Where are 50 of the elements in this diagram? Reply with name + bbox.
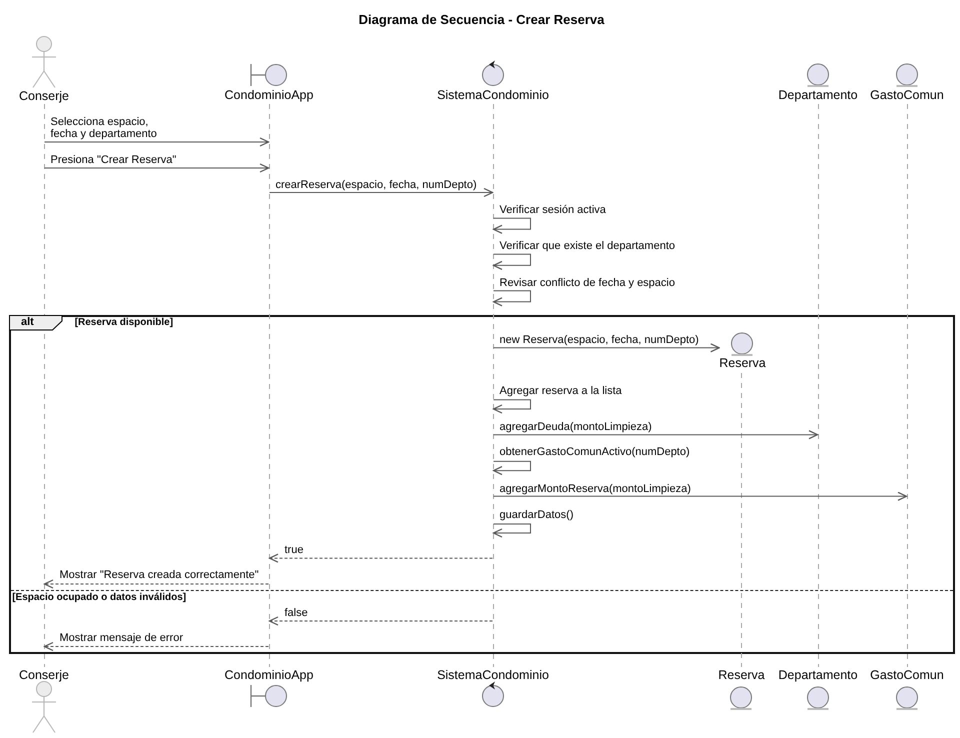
- message-label: agregarDeuda(montoLimpieza): [500, 420, 652, 432]
- self-message-arrow: [492, 399, 531, 414]
- participant-name: Conserje: [18, 668, 70, 682]
- lifeline: [906, 104, 908, 667]
- return-message-arrow: [44, 579, 269, 589]
- message-label: Presiona "Crear Reserva": [50, 154, 176, 166]
- message-label: Agregar reserva a la lista: [500, 384, 622, 397]
- message-label: Verificar que existe el departamento: [500, 240, 675, 252]
- participant-name: GastoComun: [870, 668, 944, 682]
- message-label: crearReserva(espacio, fecha, numDepto): [276, 179, 477, 192]
- message-label: guardarDatos(): [500, 509, 574, 521]
- self-message-arrow: [492, 460, 531, 476]
- participant-name: SistemaCondominio: [437, 668, 549, 682]
- lifeline: [492, 104, 494, 667]
- message-label: obtenerGastoComunActivo(numDepto): [500, 446, 690, 458]
- message-arrow: [493, 492, 908, 501]
- message-arrow: [493, 343, 720, 352]
- return-message-arrow: [44, 642, 269, 652]
- message-label: new Reserva(espacio, fecha, numDepto): [500, 334, 699, 346]
- lifeline: [268, 104, 270, 667]
- message-label: Revisar conflicto de fecha y espacio: [500, 276, 675, 289]
- self-message-arrow: [492, 524, 531, 538]
- guard-condition: [Espacio ocupado o datos inválidos]: [12, 592, 186, 604]
- fragment-operator-tab: alt: [9, 315, 62, 330]
- message-label: agregarMontoReserva(montoLimpieza): [500, 483, 691, 496]
- self-message-arrow: [492, 218, 531, 234]
- message-arrow: [269, 188, 494, 198]
- self-message-arrow: [492, 290, 531, 306]
- participant-name: Reserva: [718, 668, 765, 682]
- participant-name: CondominioApp: [224, 668, 314, 682]
- return-message-arrow: [268, 554, 493, 563]
- return-message-arrow: [268, 616, 493, 626]
- message-label: Mostrar "Reserva creada correctamente": [60, 569, 259, 582]
- participant-name: Conserje: [18, 88, 70, 104]
- message-arrow: [44, 137, 270, 147]
- message-label: Mostrar mensaje de error: [60, 632, 183, 644]
- diagram-title: Diagrama de Secuencia - Crear Reserva: [358, 12, 604, 28]
- message-label: Verificar sesión activa: [500, 204, 606, 216]
- message-label: false: [284, 606, 308, 618]
- participant-name: CondominioApp: [224, 88, 314, 104]
- self-message-arrow: [492, 254, 531, 270]
- participant-name: SistemaCondominio: [437, 88, 549, 104]
- participant-name: GastoComun: [870, 88, 944, 104]
- participant-name: Departamento: [778, 668, 858, 682]
- message-arrow: [493, 430, 818, 440]
- message-arrow: [44, 163, 270, 173]
- message-label: true: [284, 544, 304, 556]
- participant-name: Departamento: [778, 88, 858, 104]
- guard-condition: [Reserva disponible]: [74, 317, 174, 329]
- participant-name: Reserva: [719, 356, 766, 372]
